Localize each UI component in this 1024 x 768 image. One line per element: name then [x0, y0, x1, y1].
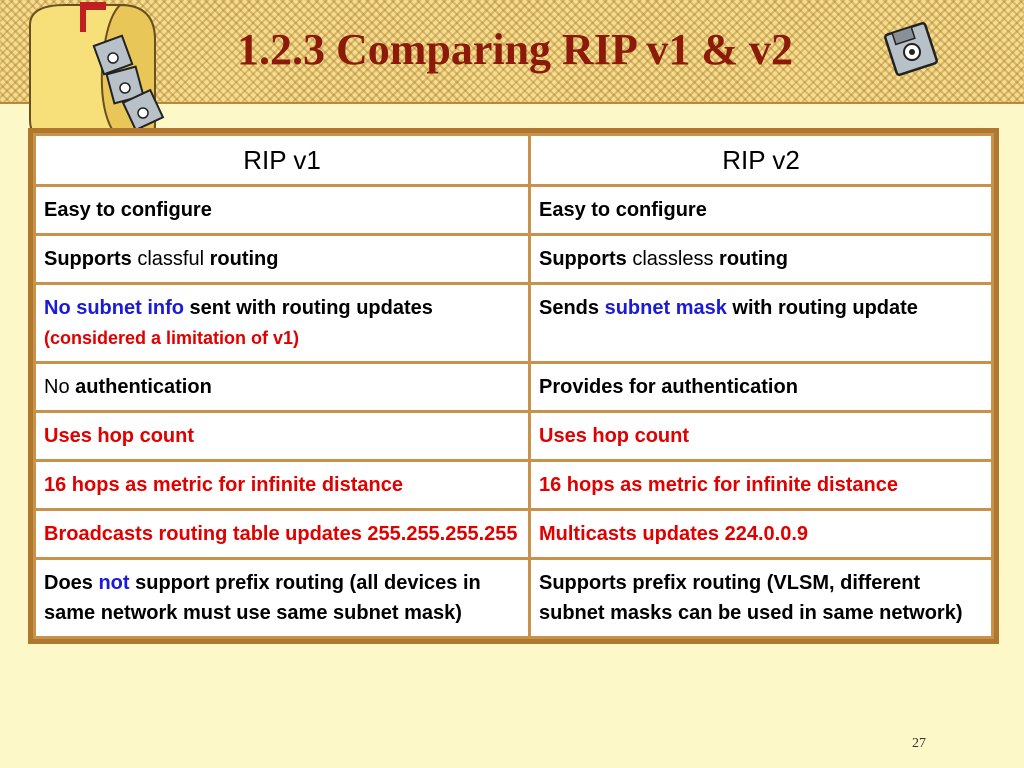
table-cell: No authentication — [36, 364, 528, 410]
table-cell: Uses hop count — [36, 413, 528, 459]
cell-text: sent with routing updates — [183, 297, 433, 319]
table-cell: Easy to configure — [36, 187, 528, 233]
cell-text: Sends — [539, 297, 605, 319]
column-header-rip-v2: RIP v2 — [531, 136, 991, 184]
cell-text: not — [98, 572, 130, 594]
table-cell: Supports classless routing — [531, 236, 991, 282]
table-cell: Supports classful routing — [36, 236, 528, 282]
table-row: 16 hops as metric for infinite distance … — [36, 462, 991, 508]
table-cell: Broadcasts routing table updates 255.255… — [36, 511, 528, 557]
table-row: Broadcasts routing table updates 255.255… — [36, 511, 991, 557]
table-cell: Does not support prefix routing (all dev… — [36, 560, 528, 636]
cell-text: with routing update — [726, 297, 918, 319]
table-header-row: RIP v1 RIP v2 — [36, 136, 991, 184]
column-header-rip-v1: RIP v1 — [36, 136, 528, 184]
cell-text: routing — [204, 248, 279, 270]
table-cell: 16 hops as metric for infinite distance — [531, 462, 991, 508]
cell-text: (considered a limitation of v1) — [44, 328, 300, 348]
cell-text: No — [44, 376, 76, 398]
page-number: 27 — [912, 736, 926, 751]
cell-text: No subnet info — [44, 297, 184, 319]
table-cell: 16 hops as metric for infinite distance — [36, 462, 528, 508]
table-row: Supports classful routing Supports class… — [36, 236, 991, 282]
table-row: Does not support prefix routing (all dev… — [36, 560, 991, 636]
cell-text: classful — [137, 248, 205, 270]
table-row: Uses hop count Uses hop count — [36, 413, 991, 459]
table-cell: Provides for authentication — [531, 364, 991, 410]
slide-title: 1.2.3 Comparing RIP v1 & v2 — [236, 25, 794, 74]
table-cell: Easy to configure — [531, 187, 991, 233]
table-row: Easy to configure Easy to configure — [36, 187, 991, 233]
cell-text: subnet mask — [604, 297, 727, 319]
table-cell: Uses hop count — [531, 413, 991, 459]
table-row: No authentication Provides for authentic… — [36, 364, 991, 410]
comparison-table: RIP v1 RIP v2 Easy to configure Easy to … — [28, 128, 999, 644]
table-cell: Sends subnet mask with routing update — [531, 285, 991, 361]
table-row: No subnet info sent with routing updates… — [36, 285, 991, 361]
cell-text: Supports — [539, 248, 633, 270]
cell-text: support prefix routing (all devices in s… — [44, 572, 481, 624]
cell-text: classless — [632, 248, 714, 270]
table-cell: Supports prefix routing (VLSM, different… — [531, 560, 991, 636]
cell-text: Supports — [44, 248, 138, 270]
cell-text: routing — [713, 248, 788, 270]
table-cell: No subnet info sent with routing updates… — [36, 285, 528, 361]
cell-text: Does — [44, 572, 99, 594]
floppy-disk-icon — [884, 22, 938, 76]
table-cell: Multicasts updates 224.0.0.9 — [531, 511, 991, 557]
cell-text: authentication — [75, 376, 212, 398]
title-banner — [0, 0, 1024, 104]
